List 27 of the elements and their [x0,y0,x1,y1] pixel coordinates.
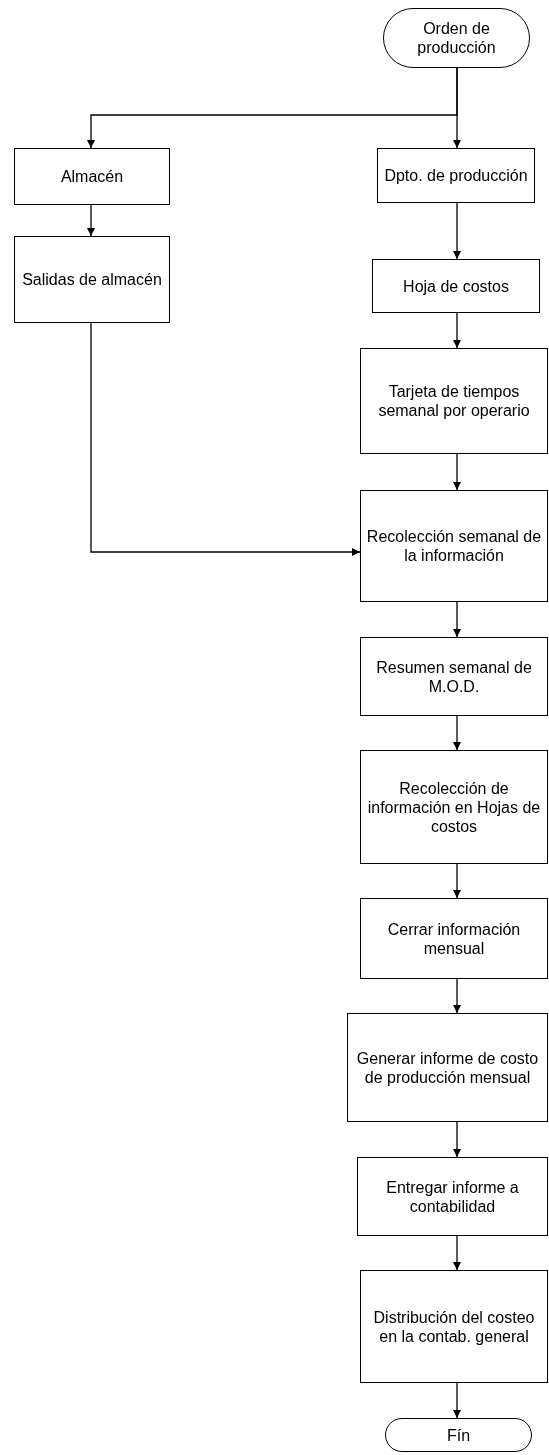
arrow [453,1121,461,1158]
arrow [453,312,461,349]
arrow [87,204,95,237]
arrow [453,1382,461,1419]
process-box: Cerrar información mensual [360,898,548,979]
process-box: Entregar informe a contabilidad [357,1157,548,1236]
process-box: Salidas de almacén [14,236,170,323]
arrow [453,453,461,491]
arrow [90,322,361,556]
arrow [453,1235,461,1271]
terminal-shape: Orden de producción [383,8,530,68]
process-box: Hoja de costos [372,259,540,313]
terminal-shape: Fín [385,1418,532,1452]
arrow [453,978,461,1014]
process-box: Recolección semanal de la información [360,490,548,602]
process-box: Resumen semanal de M.O.D. [360,637,548,716]
arrow [453,202,461,260]
process-box: Tarjeta de tiempos semanal por operario [360,348,548,454]
process-box: Almacén [14,148,170,205]
process-box: Recolección de información en Hojas de costos [360,750,548,864]
arrow [453,601,461,638]
arrow [453,67,461,149]
arrow [453,715,461,751]
process-box: Dpto. de producción [377,148,535,203]
arrow [453,863,461,899]
process-box: Generar informe de costo de producción mensual [347,1013,548,1122]
process-box: Distribución del costeo en la contab. general [360,1270,548,1383]
